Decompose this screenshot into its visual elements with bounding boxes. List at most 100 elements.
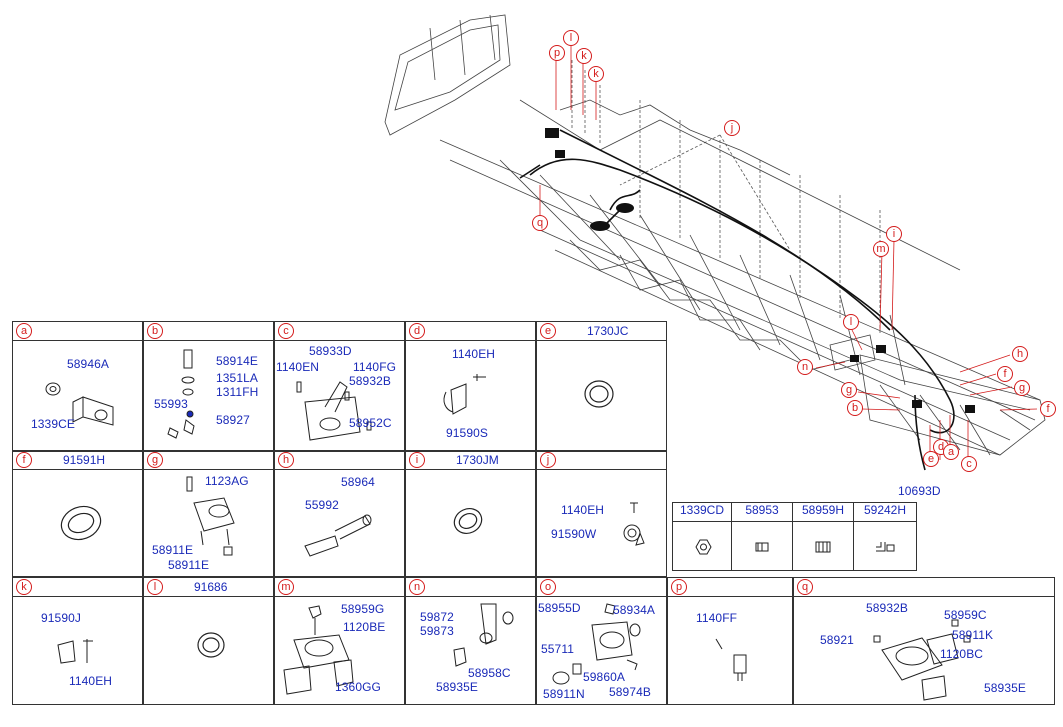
part-label: 59860A — [583, 670, 625, 684]
elbow-fitting-icon — [876, 542, 895, 552]
part-label: 1311FH — [216, 385, 259, 399]
part-label: 58958C — [468, 666, 511, 680]
panel-o-callout: o — [540, 579, 556, 595]
panel-b-callout: b — [147, 323, 163, 339]
fitting-icon — [755, 542, 769, 552]
part-label: 1351LA — [216, 371, 258, 385]
callout-c: c — [961, 456, 977, 472]
panel-e-part-number: 1730JC — [587, 324, 629, 338]
part-label: 1140EH — [69, 674, 113, 688]
part-label: 91590J — [41, 611, 81, 625]
part-label: 91590S — [446, 426, 488, 440]
grommet-icon — [584, 380, 614, 408]
clip-part-icon — [57, 639, 93, 664]
valve-bracket-icon — [296, 381, 372, 441]
part-label: 1123AG — [205, 474, 249, 488]
callout-e: e — [923, 451, 939, 467]
part-label: 58964 — [341, 475, 375, 489]
part-label: 58911K — [952, 628, 994, 642]
part-label: 58911E — [152, 543, 194, 557]
panel-m: m 58959G 1120BE 1360GG — [274, 577, 405, 705]
callout-f: f — [1040, 401, 1056, 417]
panel-f-part-number: 91591H — [63, 453, 106, 467]
part-number: 59242H — [863, 503, 907, 517]
part-label: 1140EH — [452, 347, 496, 361]
part-label: 58955D — [538, 601, 581, 615]
callout-g: g — [1014, 380, 1030, 396]
part-label: 1360GG — [335, 680, 381, 694]
part-label: 55993 — [154, 397, 188, 411]
part-label: 55711 — [541, 642, 574, 656]
part-number: 58953 — [745, 503, 779, 517]
grommet-icon — [197, 632, 225, 658]
valve-assembly-icon — [283, 605, 354, 695]
callout-m: m — [873, 241, 889, 257]
callout-g: g — [841, 382, 857, 398]
part-label: 58911N — [543, 687, 585, 701]
panel-c-callout: c — [278, 323, 294, 339]
part-number: 1339CD — [679, 503, 725, 517]
panel-o: o 58955D 58934A 55711 59860A 58911N 5897… — [536, 577, 667, 705]
part-label: 91590W — [551, 527, 597, 541]
loose-part-cell: 1339CD — [672, 502, 732, 522]
harness-part-number: 10693D — [898, 484, 941, 498]
panel-p-callout: p — [671, 579, 687, 595]
loose-part-cell: 58959H — [792, 502, 854, 522]
valve-assembly-icon — [552, 603, 641, 685]
loose-part-image-cell — [853, 521, 917, 571]
part-label: 58959C — [944, 608, 987, 622]
bolt-connector-icon — [715, 638, 747, 681]
part-label: 58974B — [609, 685, 651, 699]
panel-c: c 58933D 1140EN 1140FG 58932B 58952C — [274, 321, 405, 452]
callout-a: a — [943, 444, 959, 460]
valve-part-icon — [167, 349, 195, 439]
loose-part-image-cell — [672, 521, 732, 571]
callout-j: j — [724, 120, 740, 136]
part-number: 58959H — [801, 503, 845, 517]
part-label: 1339CE — [31, 417, 75, 431]
loose-part-cell: 58953 — [731, 502, 793, 522]
callout-k: k — [588, 66, 604, 82]
panel-k-callout: k — [16, 579, 32, 595]
clip-part-icon — [623, 502, 645, 546]
hose-fitting-icon — [304, 514, 372, 557]
part-label: 58946A — [67, 357, 109, 371]
grommet-icon — [60, 505, 102, 541]
panel-n: n 59872 59873 58958C 58935E — [405, 577, 536, 705]
panel-l-part-number: 91686 — [194, 580, 228, 594]
valve-part-icon — [186, 476, 235, 556]
loose-part-cell: 59242H — [853, 502, 917, 522]
part-label: 58911E — [168, 558, 210, 572]
panel-h: h 58964 55992 — [274, 450, 405, 577]
callout-b: b — [847, 400, 863, 416]
part-label: 1140FF — [696, 611, 738, 625]
clip-part-icon — [443, 374, 486, 415]
callout-p: p — [549, 45, 565, 61]
part-label: 1120BE — [343, 620, 386, 634]
panel-d: d 1140EH 91590S — [405, 321, 536, 452]
part-label: 1140EN — [276, 360, 320, 374]
panel-k: k 91590J 1140EH — [12, 577, 143, 705]
part-label: 58914E — [216, 354, 258, 368]
callout-l: l — [563, 30, 579, 46]
part-label: 1140EH — [561, 503, 605, 517]
panel-g-callout: g — [147, 452, 163, 468]
part-label: 58933D — [309, 344, 352, 358]
part-label: 58952C — [349, 416, 392, 430]
valve-assembly-icon — [873, 619, 971, 701]
panel-q-callout: q — [797, 579, 813, 595]
part-label: 59873 — [420, 624, 454, 638]
part-label: 58934A — [613, 603, 655, 617]
callout-n: n — [797, 359, 813, 375]
loose-part-image-cell — [792, 521, 854, 571]
panel-i-callout: i — [409, 452, 425, 468]
sensor-part-icon — [45, 382, 114, 426]
part-label: 58935E — [436, 680, 478, 694]
panel-j-callout: j — [540, 452, 556, 468]
part-label: 58921 — [820, 633, 854, 647]
